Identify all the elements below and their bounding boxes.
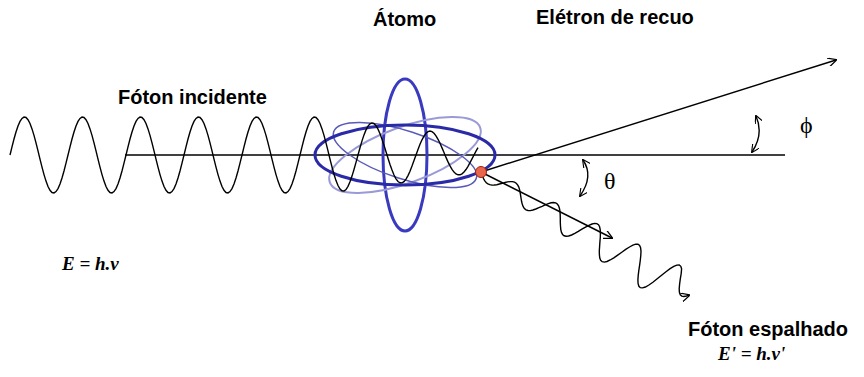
- incident-energy: E = h.ν: [62, 254, 119, 275]
- recoil-arrow: [481, 60, 836, 172]
- scattered-energy: E' = h.ν': [718, 344, 785, 365]
- incident-photon-label: Fóton incidente: [118, 86, 267, 108]
- recoil-electron-label: Elétron de recuo: [536, 6, 694, 28]
- orbit-tilted: [320, 101, 490, 208]
- orbit-vertical: [383, 79, 427, 231]
- phi-arrow: [752, 116, 759, 152]
- electron-dot: [476, 167, 487, 178]
- scattered-wave: [481, 172, 689, 297]
- incident-wave: [10, 117, 478, 193]
- axis-line: [125, 154, 785, 155]
- orbit-horizontal: [315, 125, 495, 185]
- atom-label: Átomo: [373, 8, 436, 30]
- theta-arrow: [580, 160, 588, 196]
- scattered-photon-label: Fóton espalhado: [688, 318, 848, 340]
- theta-symbol: θ: [604, 168, 616, 194]
- orbit-tilted-2: [326, 109, 483, 201]
- phi-symbol: ϕ: [800, 112, 813, 138]
